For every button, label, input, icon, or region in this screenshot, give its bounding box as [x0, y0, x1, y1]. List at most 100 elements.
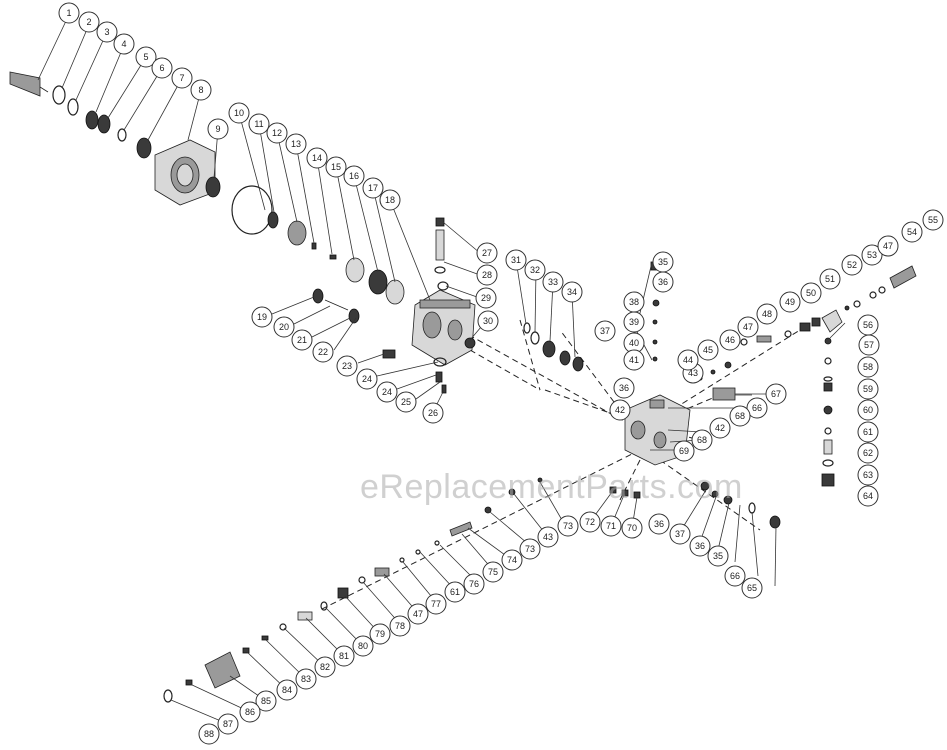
- callout-circle: [537, 526, 559, 548]
- callout-bubble: 3: [96, 21, 118, 43]
- seal-part: [559, 350, 571, 366]
- callout-bubble: 17: [362, 177, 384, 199]
- callout-circle: [425, 593, 447, 615]
- callout-number: 32: [530, 265, 540, 275]
- callout-bubble: 33: [542, 271, 564, 293]
- callout-circle: [273, 316, 295, 338]
- callout-circle: [689, 535, 711, 557]
- callout-circle: [691, 429, 713, 451]
- callout-circle: [96, 21, 118, 43]
- callout-number: 1: [66, 8, 71, 18]
- ring-part: [52, 85, 66, 105]
- washer-part: [437, 281, 449, 291]
- callout-bubble: 56: [857, 314, 879, 336]
- callout-circle: [422, 402, 444, 424]
- callout-bubble: 75: [482, 561, 504, 583]
- callout-circle: [648, 513, 670, 535]
- callout-bubble: 12: [266, 122, 288, 144]
- callout-bubble: 51: [819, 268, 841, 290]
- callout-bubble: 21: [291, 329, 313, 351]
- callout-circle: [709, 417, 731, 439]
- callout-circle: [741, 577, 763, 599]
- callout-bubble: 58: [857, 356, 879, 378]
- callout-bubble: 4: [113, 33, 135, 55]
- callout-circle: [673, 440, 695, 462]
- callout-circle: [58, 2, 80, 24]
- callout-circle: [475, 287, 497, 309]
- callout-number: 58: [863, 362, 873, 372]
- callout-circle: [407, 603, 429, 625]
- callout-number: 84: [282, 685, 292, 695]
- callout-number: 63: [863, 470, 873, 480]
- callout-circle: [190, 79, 212, 101]
- callout-bubble: 6: [151, 57, 173, 79]
- callout-number: 68: [697, 435, 707, 445]
- callout-number: 42: [615, 405, 625, 415]
- callout-circle: [362, 177, 384, 199]
- washer-part: [345, 257, 365, 283]
- callout-number: 26: [428, 408, 438, 418]
- callout-bubble: 69: [673, 440, 695, 462]
- callout-number: 35: [658, 257, 668, 267]
- callout-number: 36: [658, 277, 668, 287]
- callout-number: 44: [683, 355, 693, 365]
- callout-number: 24: [362, 374, 372, 384]
- callout-circle: [266, 122, 288, 144]
- callout-number: 37: [600, 326, 610, 336]
- callout-circle: [697, 339, 719, 361]
- callout-number: 53: [867, 250, 877, 260]
- callout-number: 22: [318, 347, 328, 357]
- callout-number: 20: [279, 322, 289, 332]
- callout-circle: [463, 573, 485, 595]
- callout-circle: [369, 623, 391, 645]
- callout-number: 55: [928, 215, 938, 225]
- callout-number: 60: [863, 405, 873, 415]
- callout-circle: [621, 517, 643, 539]
- callout-circle: [857, 442, 879, 464]
- callout-circle: [207, 118, 229, 140]
- plunger-part: [434, 217, 446, 274]
- callout-number: 3: [104, 27, 109, 37]
- callout-circle: [343, 165, 365, 187]
- callout-bubble: 80: [352, 635, 374, 657]
- nut-part: [464, 337, 476, 349]
- callout-number: 16: [349, 171, 359, 181]
- ring-part: [67, 98, 79, 116]
- callout-circle: [719, 329, 741, 351]
- callout-number: 47: [883, 241, 893, 251]
- callout-number: 25: [401, 397, 411, 407]
- housing-part: [154, 139, 216, 206]
- callout-bubble: 24: [376, 381, 398, 403]
- callout-number: 81: [339, 651, 349, 661]
- callout-bubble: 81: [333, 645, 355, 667]
- callout-bubble: 15: [325, 156, 347, 178]
- callout-bubble: 73: [557, 515, 579, 537]
- callout-number: 66: [752, 403, 762, 413]
- callout-bubble: 66: [746, 397, 768, 419]
- callout-bubble: 10: [228, 102, 250, 124]
- callout-circle: [623, 311, 645, 333]
- callout-circle: [542, 271, 564, 293]
- callout-number: 23: [342, 361, 352, 371]
- callout-bubble: 44: [677, 349, 699, 371]
- callout-bubble: 59: [857, 378, 879, 400]
- callout-number: 52: [847, 260, 857, 270]
- callout-number: 62: [863, 448, 873, 458]
- callout-circle: [857, 464, 879, 486]
- callout-circle: [505, 249, 527, 271]
- callout-circle: [652, 271, 674, 293]
- callout-bubble: 83: [295, 668, 317, 690]
- top-right-parts: [697, 265, 917, 381]
- callout-number: 72: [585, 517, 595, 527]
- callout-bubble: 18: [379, 189, 401, 211]
- callout-circle: [306, 147, 328, 169]
- callout-bubble: 49: [779, 291, 801, 313]
- callout-bubble: 35: [707, 545, 729, 567]
- callout-number: 82: [320, 662, 330, 672]
- callout-circle: [352, 635, 374, 657]
- callout-number: 86: [245, 707, 255, 717]
- callout-bubble: 72: [579, 511, 601, 533]
- callout-number: 27: [482, 248, 492, 258]
- callout-number: 83: [301, 674, 311, 684]
